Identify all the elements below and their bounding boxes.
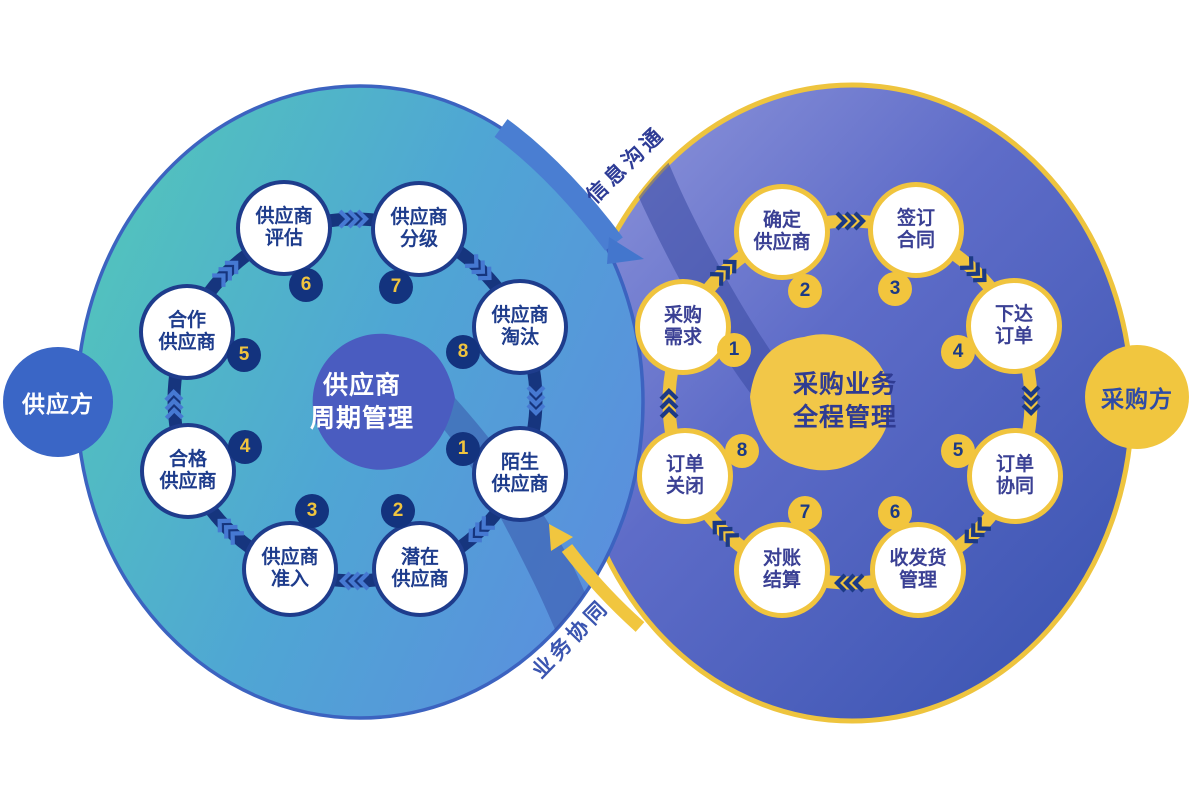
right-node-8-order-close: 订单 关闭 [637,428,733,524]
node-label-line: 订单 [995,453,1034,475]
node-label-line: 收发货 [889,547,947,569]
right-node-2-confirm-supplier: 确定 供应商 [734,184,830,280]
node-label-line: 陌生 [500,451,539,473]
node-label-line: 合同 [896,230,935,251]
node-label-line: 评估 [264,228,303,249]
left-badge-1: 1 [446,432,480,466]
right-center-title: 采购业务 全程管理 [793,369,897,434]
node-label-line: 供应商 [158,332,216,353]
node-label-line: 供应商 [255,205,313,227]
left-badge-8: 8 [446,335,480,369]
right-center-title-line: 采购业务 [792,370,898,399]
node-label-line: 潜在 [400,546,439,568]
right-center-title-line: 全程管理 [792,403,898,431]
left-badge-6: 6 [289,268,323,302]
right-badge-1: 1 [717,333,751,367]
left-node-1-stranger-supplier: 陌生 供应商 [472,426,568,522]
left-node-5-cooperative-supplier: 合作 供应商 [139,284,235,380]
left-node-3-supplier-admission: 供应商 准入 [242,521,338,617]
node-label-line: 准入 [270,569,309,590]
right-node-7-reconciliation-settlement: 对账 结算 [734,522,830,618]
node-label-line: 签订 [896,207,935,229]
node-label-line: 订单 [994,326,1033,347]
left-center-title: 供应商 周期管理 [310,370,414,435]
left-center-blob [312,333,455,470]
node-label-line: 关闭 [665,476,704,497]
right-badge-6: 6 [878,496,912,530]
top-link-ribbon [494,119,623,251]
node-label-line: 供应商 [390,206,448,228]
right-badge-5: 5 [941,434,975,468]
right-badge-7: 7 [788,496,822,530]
left-node-8-supplier-elimination: 供应商 淘汰 [472,279,568,375]
node-label-line: 管理 [898,570,937,591]
node-label-line: 下达 [994,303,1033,325]
node-label-line: 合作 [167,309,206,331]
buyer-party-circle: 采购方 [1085,345,1189,449]
node-label-line: 确定 [762,209,801,231]
top-link-arrow-icon [607,237,644,264]
node-label-line: 对账 [762,547,801,569]
node-label-line: 需求 [663,327,702,348]
left-badge-2: 2 [381,494,415,528]
right-badge-4: 4 [941,335,975,369]
node-label-line: 订单 [665,453,704,475]
top-ribbon-shadow [618,126,774,398]
left-center-title-line: 供应商 [322,371,402,400]
right-node-1-purchase-demand: 采购 需求 [635,279,731,375]
supplier-party-circle: 供应方 [3,347,113,457]
node-label-line: 供应商 [491,304,549,326]
left-node-2-potential-supplier: 潜在 供应商 [372,521,468,617]
left-center-title-line: 周期管理 [309,404,415,432]
node-label-line: 分级 [399,229,438,250]
node-label-line: 供应商 [391,569,449,590]
node-label-line: 供应商 [491,474,549,495]
right-badge-2: 2 [788,274,822,308]
left-badge-7: 7 [379,270,413,304]
left-badge-3: 3 [295,494,329,528]
buyer-party-label: 采购方 [1101,386,1173,412]
left-node-4-qualified-supplier: 合格 供应商 [140,423,236,519]
left-node-6-supplier-evaluation: 供应商 评估 [236,180,332,276]
node-label-line: 淘汰 [500,327,539,348]
right-node-3-sign-contract: 签订 合同 [868,182,964,278]
node-label-line: 协同 [995,476,1034,497]
right-node-6-shipping-receiving: 收发货 管理 [870,522,966,618]
left-badge-5: 5 [227,338,261,372]
supplier-party-label: 供应方 [22,391,94,417]
bottom-link-arrow-icon [549,524,573,551]
node-label-line: 供应商 [261,546,319,568]
right-node-5-order-collaboration: 订单 协同 [967,428,1063,524]
left-badge-4: 4 [228,430,262,464]
node-label-line: 采购 [663,304,702,326]
right-node-4-place-order: 下达 订单 [966,278,1062,374]
node-label-line: 供应商 [753,232,811,253]
node-label-line: 结算 [762,570,801,591]
left-node-7-supplier-grading: 供应商 分级 [371,181,467,277]
bottom-link-ribbon [561,544,645,632]
right-badge-8: 8 [725,434,759,468]
node-label-line: 合格 [168,448,207,470]
node-label-line: 供应商 [159,471,217,492]
right-center-blob [750,334,891,471]
right-badge-3: 3 [878,272,912,306]
